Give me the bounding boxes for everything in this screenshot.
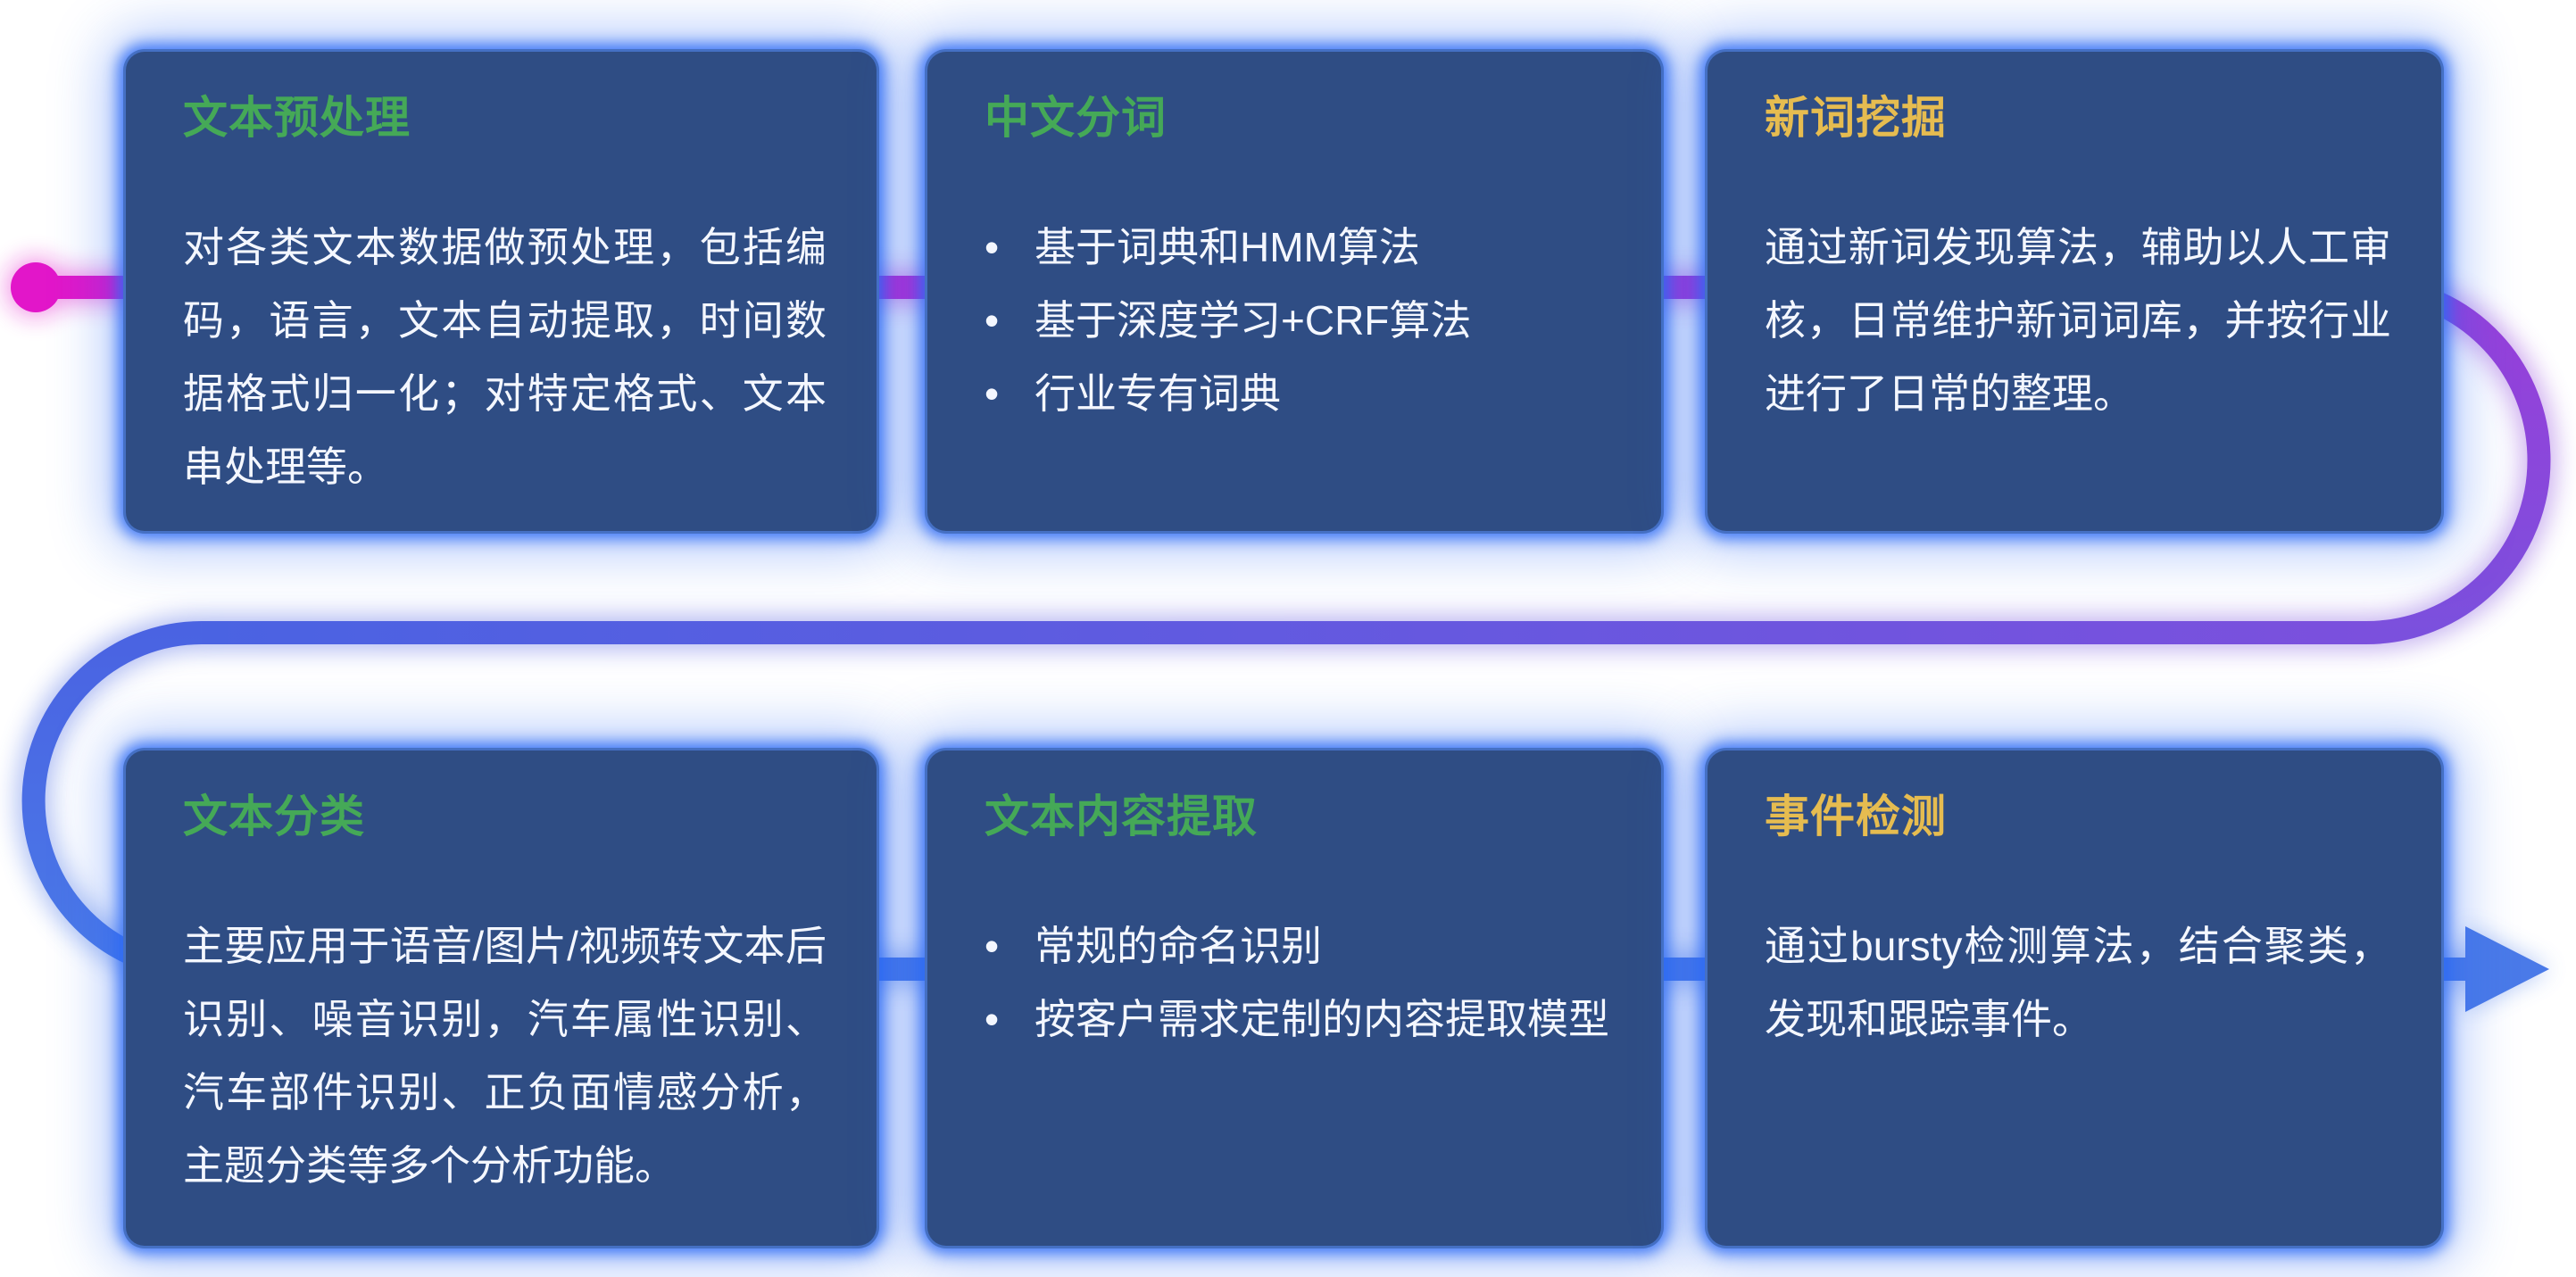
bullet-item: • 按客户需求定制的内容提取模型 <box>985 983 1611 1056</box>
bullet-text: 按客户需求定制的内容提取模型 <box>1035 996 1609 1042</box>
card-new-word-mining: 新词挖掘 通过新词发现算法，辅助以人工审核，日常维护新词词库，并按行业进行了日常… <box>1705 49 2444 534</box>
card-text-classification: 文本分类 主要应用于语音/图片/视频转文本后识别、噪音识别，汽车属性识别、汽车部… <box>123 748 879 1248</box>
card-title: 新词挖掘 <box>1765 93 1947 143</box>
bullet-dot-icon: • <box>985 996 1000 1042</box>
bullet-list: • 常规的命名识别 • 按客户需求定制的内容提取模型 <box>985 909 1611 1056</box>
bullet-item: • 基于深度学习+CRF算法 <box>985 284 1611 357</box>
card-title: 文本内容提取 <box>985 792 1258 842</box>
card-body: 主要应用于语音/图片/视频转文本后识别、噪音识别，汽车属性识别、汽车部件识别、正… <box>183 923 827 1189</box>
card-event-detection: 事件检测 通过bursty检测算法，结合聚类，发现和跟踪事件。 <box>1705 748 2444 1248</box>
bullet-text: 基于词典和HMM算法 <box>1035 224 1420 270</box>
bullet-dot-icon: • <box>985 370 1000 417</box>
bullet-dot-icon: • <box>985 923 1000 969</box>
card-body: 对各类文本数据做预处理，包括编码，语言，文本自动提取，时间数据格式归一化；对特定… <box>183 224 827 490</box>
bullet-item: • 行业专有词典 <box>985 357 1611 430</box>
card-body: 通过新词发现算法，辅助以人工审核，日常维护新词词库，并按行业进行了日常的整理。 <box>1765 224 2391 417</box>
bullet-dot-icon: • <box>985 224 1000 270</box>
card-text-preprocessing: 文本预处理 对各类文本数据做预处理，包括编码，语言，文本自动提取，时间数据格式归… <box>123 49 879 534</box>
card-chinese-word-segmentation: 中文分词 • 基于词典和HMM算法 • 基于深度学习+CRF算法 • 行业专有词… <box>925 49 1664 534</box>
card-title: 文本分类 <box>183 792 365 842</box>
bullet-text: 行业专有词典 <box>1035 370 1281 417</box>
flow-start-dot <box>11 262 61 312</box>
card-title: 文本预处理 <box>183 93 411 143</box>
bullet-item: • 常规的命名识别 <box>985 909 1611 983</box>
bullet-text: 基于深度学习+CRF算法 <box>1035 297 1472 344</box>
flow-turn-right <box>2365 276 2551 644</box>
card-text-content-extraction: 文本内容提取 • 常规的命名识别 • 按客户需求定制的内容提取模型 <box>925 748 1664 1248</box>
card-body: 通过bursty检测算法，结合聚类，发现和跟踪事件。 <box>1765 923 2391 1042</box>
card-title: 事件检测 <box>1765 792 1947 842</box>
bullet-item: • 基于词典和HMM算法 <box>985 211 1611 284</box>
card-title: 中文分词 <box>985 93 1167 143</box>
bullet-dot-icon: • <box>985 297 1000 344</box>
bullet-list: • 基于词典和HMM算法 • 基于深度学习+CRF算法 • 行业专有词典 <box>985 211 1611 430</box>
bullet-text: 常规的命名识别 <box>1035 923 1322 969</box>
flow-arrow-icon <box>2465 926 2549 1012</box>
